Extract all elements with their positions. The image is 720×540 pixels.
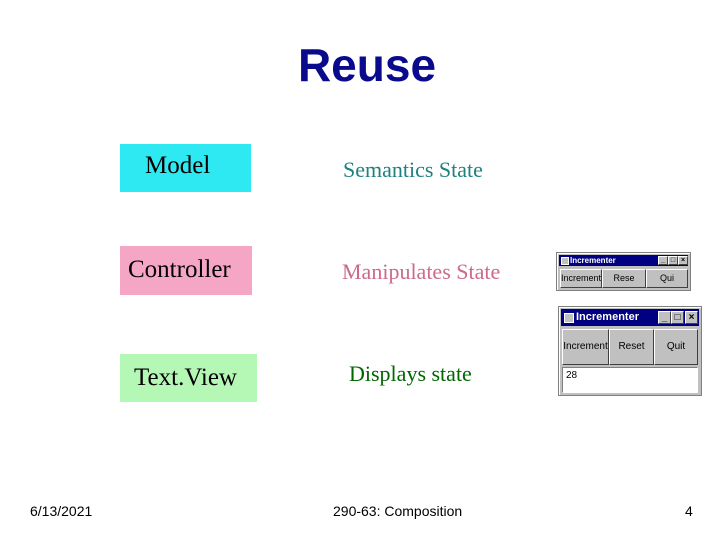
textview-description: Displays state	[349, 363, 472, 385]
window-title: Incrementer	[576, 309, 639, 326]
close-icon[interactable]: ×	[685, 311, 698, 324]
model-box: Model	[120, 144, 251, 192]
reset-button[interactable]: Rese	[602, 269, 646, 288]
incrementer-window-small: Incrementer _ □ × Increment Rese Qui	[556, 252, 691, 291]
textview-box: Text.View	[120, 354, 257, 402]
app-icon	[564, 313, 574, 323]
maximize-icon[interactable]: □	[668, 256, 678, 265]
model-description: Semantics State	[343, 159, 483, 181]
slide-title: Reuse	[0, 38, 720, 92]
window-titlebar[interactable]: Incrementer _ □ ×	[561, 309, 699, 326]
reset-button[interactable]: Reset	[609, 329, 654, 365]
app-icon	[561, 257, 569, 265]
controller-description: Manipulates State	[342, 261, 500, 283]
minimize-icon[interactable]: _	[658, 311, 671, 324]
increment-button[interactable]: Increment	[562, 329, 609, 365]
minimize-icon[interactable]: _	[658, 256, 668, 265]
increment-button[interactable]: Increment	[560, 269, 602, 288]
footer-course: 290-63: Composition	[333, 503, 462, 519]
quit-button[interactable]: Qui	[646, 269, 688, 288]
count-display-field[interactable]: 28	[562, 367, 698, 393]
maximize-icon[interactable]: □	[671, 311, 684, 324]
window-title: Incrementer	[570, 255, 616, 266]
incrementer-window-large: Incrementer _ □ × Increment Reset Quit 2…	[558, 306, 702, 396]
footer-date: 6/13/2021	[30, 503, 92, 519]
footer-page-number: 4	[685, 503, 693, 519]
controller-box: Controller	[120, 246, 252, 295]
window-titlebar[interactable]: Incrementer _ □ ×	[559, 255, 688, 266]
quit-button[interactable]: Quit	[654, 329, 698, 365]
close-icon[interactable]: ×	[678, 256, 688, 265]
